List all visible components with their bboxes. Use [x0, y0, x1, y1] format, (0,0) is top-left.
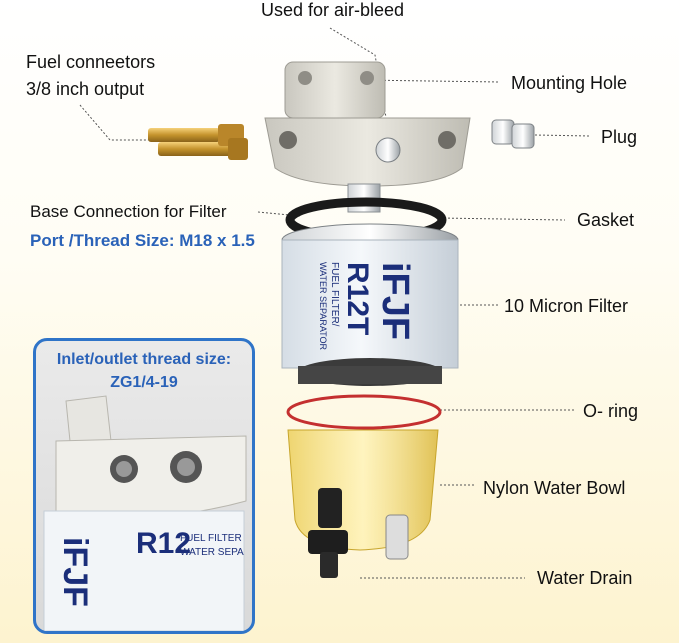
fuel-connector-icon — [148, 124, 248, 160]
inset-filter-text-2: WATER SEPA — [180, 547, 244, 558]
label-base-connection: Base Connection for Filter — [30, 202, 227, 221]
inset-model: R12 — [136, 527, 192, 560]
inset-title-line1: Inlet/outlet thread size: — [56, 351, 232, 368]
label-mounting-hole: Mounting Hole — [511, 73, 628, 93]
inset-filter-text-1: FUEL FILTER — [180, 533, 242, 544]
label-nylon-bowl: Nylon Water Bowl — [483, 478, 626, 498]
water-bowl-icon — [287, 429, 439, 560]
label-micron-filter: 10 Micron Filter — [504, 296, 629, 316]
inset-title-line2: ZG1/4-19 — [110, 374, 178, 391]
inset-head-icon — [43, 395, 247, 631]
o-ring-icon — [286, 394, 442, 430]
filter-brand: iFJF — [374, 262, 416, 341]
water-drain-icon — [308, 530, 348, 578]
filter-head-icon — [264, 61, 471, 213]
label-gasket: Gasket — [577, 210, 635, 230]
filter-text-1: FUEL FILTER/ — [329, 262, 340, 327]
filter-text-2: WATER SEPARATOR — [318, 262, 328, 351]
leader-air-bleed — [329, 27, 391, 141]
filter-model: R12T — [341, 262, 374, 336]
label-water-drain: Water Drain — [537, 568, 633, 588]
filter-canister-icon — [281, 223, 459, 386]
label-air-bleed: Used for air-bleed — [261, 0, 405, 20]
inset-brand: iFJF — [56, 537, 94, 607]
label-plug: Plug — [601, 127, 638, 147]
label-port-thread: Port /Thread Size: M18 x 1.5 — [30, 231, 255, 250]
leader-mounting-hole — [359, 79, 501, 83]
plug-icon — [491, 119, 535, 149]
filter-label: iFJF R12T FUEL FILTER/ WATER SEPARATOR — [310, 258, 420, 368]
thread-size-inset: Inlet/outlet thread size: ZG1/4-19 iFJF … — [33, 338, 255, 634]
label-fuel-output: 3/8 inch output — [26, 79, 145, 99]
label-o-ring: O- ring — [583, 401, 639, 421]
label-fuel-connectors: Fuel conneetors — [26, 52, 156, 72]
